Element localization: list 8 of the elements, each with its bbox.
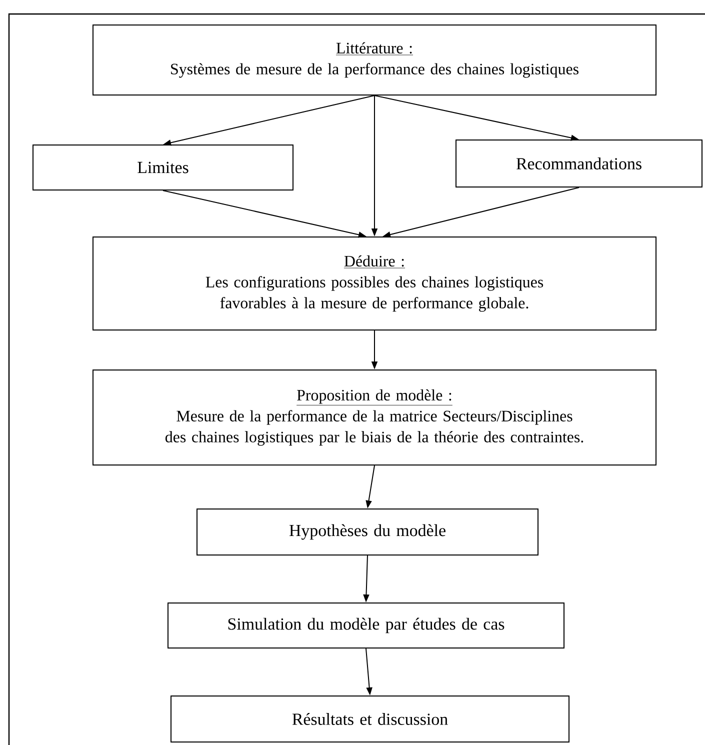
process-box: Déduire : Les configurations possibles des chaines logistiques favorables à la mesure de performance globale. [92, 236, 656, 330]
process-box: Limites [32, 144, 294, 190]
process-box: Recommandations [456, 140, 702, 188]
process-box: Hypothèses du modèle [196, 508, 538, 556]
process-box: Simulation du modèle par études de cas [168, 602, 564, 648]
process-box: Littérature : Systèmes de mesure de la performance des chaines logistiques [92, 24, 656, 96]
process-box: Proposition de modèle : Mesure de la performance de la matrice Secteurs/Disciplines des chaines logistiques par le biais de la théorie des contraintes. [92, 370, 656, 466]
process-box: Résultats et discussion [170, 696, 570, 742]
